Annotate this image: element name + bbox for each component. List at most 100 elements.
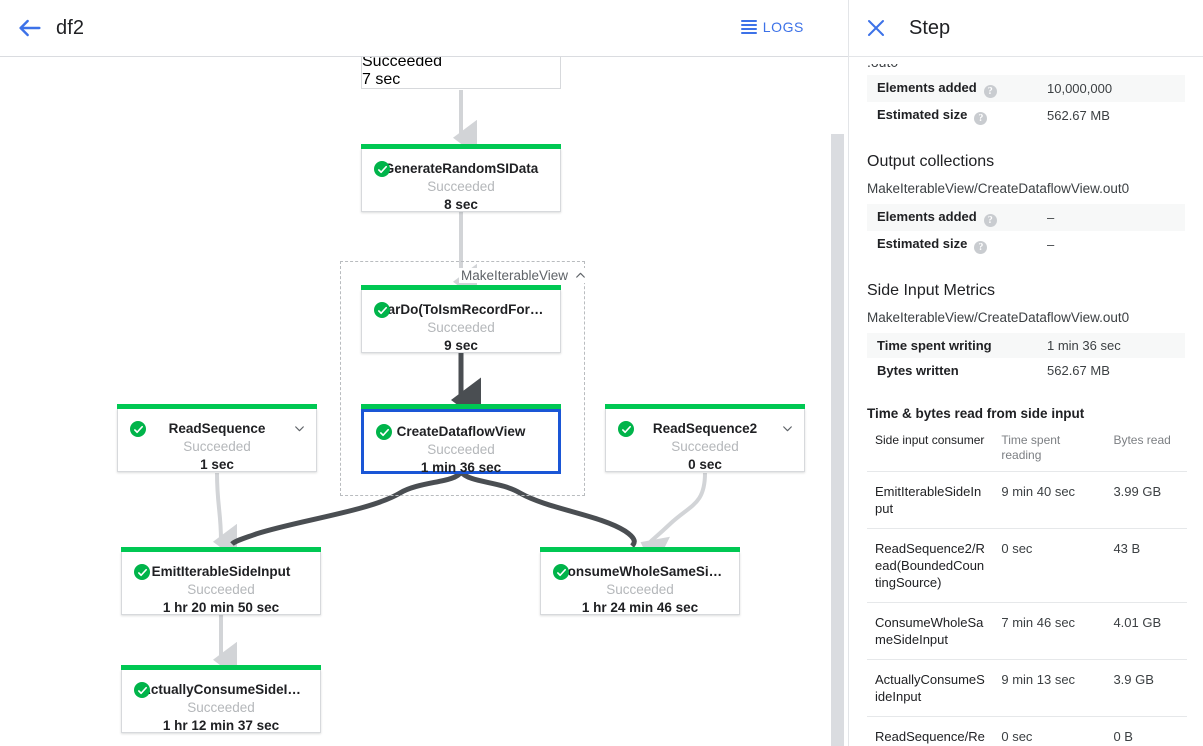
node-duration: 8 sec <box>444 197 478 212</box>
chevron-down-icon[interactable] <box>293 422 306 435</box>
cell-bytes: 4.01 GB <box>1105 602 1187 660</box>
close-icon[interactable] <box>863 15 889 41</box>
metric-value: – <box>1047 237 1055 252</box>
node-status: Succeeded <box>427 442 495 457</box>
table-row: Time spent writing 1 min 36 sec <box>867 333 1185 358</box>
logs-list-icon <box>740 20 757 34</box>
table-row: Elements added? 10,000,000 <box>867 75 1185 102</box>
graph-node-consumewholesamesideinput[interactable]: ConsumeWholeSameSi… Succeeded 1 hr 24 mi… <box>540 547 740 615</box>
cell-bytes: 3.9 GB <box>1105 659 1187 717</box>
column-header-bytes: Bytes read <box>1105 427 1187 472</box>
node-title: GenerateRandomSIData <box>383 161 539 176</box>
cell-consumer: ReadSequence2/Read(BoundedCountingSource… <box>867 528 994 603</box>
graph-node-readsequence2[interactable]: ReadSequence2 Succeeded 0 sec <box>605 404 805 472</box>
graph-node-generaterandomsidata[interactable]: GenerateRandomSIData Succeeded 8 sec <box>361 144 561 212</box>
metric-label: Estimated size <box>877 107 968 122</box>
node-status-bar <box>361 285 561 290</box>
table-header-row: Side input consumer Time spent reading B… <box>867 427 1187 472</box>
metric-label: Bytes written <box>877 363 959 378</box>
graph-node-actuallyconsumesideinput[interactable]: ActuallyConsumeSideI… Succeeded 1 hr 12 … <box>121 665 321 733</box>
cell-bytes: 3.99 GB <box>1105 471 1187 529</box>
table-row: Estimated size? 562.67 MB <box>867 102 1185 129</box>
graph-node-clipped[interactable]: Succeeded 7 sec <box>361 57 561 89</box>
help-circle-icon[interactable]: ? <box>983 214 997 227</box>
metric-value: – <box>1047 210 1055 225</box>
logs-button-label: LOGS <box>762 19 804 35</box>
status-success-icon <box>130 421 146 437</box>
node-title: ConsumeWholeSameSi… <box>557 564 723 579</box>
node-title: ActuallyConsumeSideI… <box>141 682 301 697</box>
node-status: Succeeded <box>427 179 495 194</box>
node-status-bar <box>605 404 805 409</box>
side-input-read-table: Side input consumer Time spent reading B… <box>867 427 1187 746</box>
node-status-bar <box>361 404 561 409</box>
node-status-bar <box>121 665 321 670</box>
node-duration: 9 sec <box>444 338 478 353</box>
node-status: Succeeded <box>671 439 739 454</box>
graph-edges <box>213 90 707 678</box>
metric-value: 1 min 36 sec <box>1047 338 1121 353</box>
chevron-up-icon[interactable] <box>574 269 587 282</box>
composite-step-name: MakeIterableView <box>461 268 569 283</box>
back-arrow-icon[interactable] <box>16 14 44 42</box>
table-row: ConsumeWholeSameSideInput 7 min 46 sec 4… <box>867 602 1187 660</box>
side-input-metrics-heading: Side Input Metrics <box>867 282 996 299</box>
input-collection-name-clipped: .out0 <box>867 58 899 69</box>
help-circle-icon[interactable]: ? <box>983 85 997 98</box>
table-row: EmitIterableSideInput 9 min 40 sec 3.99 … <box>867 471 1187 529</box>
status-success-icon <box>553 564 569 580</box>
table-row: ReadSequence/Read(BoundedCountingSource)… <box>867 716 1187 746</box>
graph-node-emititerablesideinput[interactable]: EmitIterableSideInput Succeeded 1 hr 20 … <box>121 547 321 615</box>
help-circle-icon[interactable]: ? <box>974 112 988 125</box>
node-duration: 1 hr 24 min 46 sec <box>581 600 699 615</box>
step-panel-title: Step <box>909 17 951 39</box>
node-status: Succeeded <box>187 700 255 715</box>
status-success-icon <box>376 424 392 440</box>
vertical-scrollbar[interactable] <box>830 58 845 746</box>
output-collection-name: MakeIterableView/CreateDataflowView.out0 <box>867 181 1130 196</box>
table-row: ReadSequence2/Read(BoundedCountingSource… <box>867 528 1187 603</box>
column-header-consumer: Side input consumer <box>867 427 994 472</box>
column-header-time: Time spent reading <box>993 427 1106 472</box>
side-input-collection-name: MakeIterableView/CreateDataflowView.out0 <box>867 310 1130 325</box>
graph-node-createdataflowview[interactable]: CreateDataflowView Succeeded 1 min 36 se… <box>361 404 561 475</box>
metric-value: 10,000,000 <box>1047 81 1113 96</box>
output-collections-heading: Output collections <box>867 153 995 170</box>
composite-step-group[interactable] <box>340 261 585 496</box>
graph-node-readsequence[interactable]: ReadSequence Succeeded 1 sec <box>117 404 317 472</box>
chevron-down-icon[interactable] <box>781 422 794 435</box>
composite-step-label[interactable]: MakeIterableView <box>459 268 590 283</box>
table-row: ActuallyConsumeSideInput 9 min 13 sec 3.… <box>867 659 1187 717</box>
step-details-panel: Step .out0 Elements added? 10,000,000 Es… <box>848 0 1203 746</box>
node-status: Succeeded <box>362 57 443 70</box>
output-metrics-table: Elements added? – Estimated size? – <box>867 204 1185 258</box>
cell-bytes: 0 B <box>1105 716 1187 746</box>
status-success-icon <box>134 564 150 580</box>
metric-value: 562.67 MB <box>1047 108 1110 123</box>
step-panel-body[interactable]: .out0 Elements added? 10,000,000 Estimat… <box>849 58 1203 746</box>
help-circle-icon[interactable]: ? <box>974 241 988 254</box>
node-status: Succeeded <box>187 582 255 597</box>
graph-node-pardo-toismrecordfor[interactable]: ParDo(ToIsmRecordFor… Succeeded 9 sec <box>361 285 561 353</box>
table-row: Elements added? – <box>867 204 1185 231</box>
node-duration: 1 hr 20 min 50 sec <box>162 600 280 615</box>
metric-value: 562.67 MB <box>1047 363 1110 378</box>
cell-consumer: ReadSequence/Read(BoundedCountingSource) <box>867 716 994 746</box>
top-toolbar: df2 LOGS <box>0 0 848 57</box>
cell-time: 7 min 46 sec <box>993 602 1106 660</box>
node-status: Succeeded <box>427 320 495 335</box>
node-status: Succeeded <box>606 582 674 597</box>
cell-time: 9 min 13 sec <box>993 659 1106 717</box>
node-duration: 1 hr 12 min 37 sec <box>162 718 280 733</box>
step-panel-header: Step <box>849 0 1203 57</box>
scrollbar-thumb[interactable] <box>831 134 844 746</box>
graph-canvas[interactable]: MakeIterableView Succeeded 7 sec Generat… <box>0 57 848 746</box>
status-success-icon <box>618 421 634 437</box>
metric-label: Estimated size <box>877 236 968 251</box>
node-title: ReadSequence <box>168 421 266 436</box>
logs-button[interactable]: LOGS <box>740 17 804 37</box>
graph-pane: df2 LOGS <box>0 0 848 746</box>
node-status-bar <box>117 404 317 409</box>
side-input-read-heading: Time & bytes read from side input <box>867 406 1085 421</box>
